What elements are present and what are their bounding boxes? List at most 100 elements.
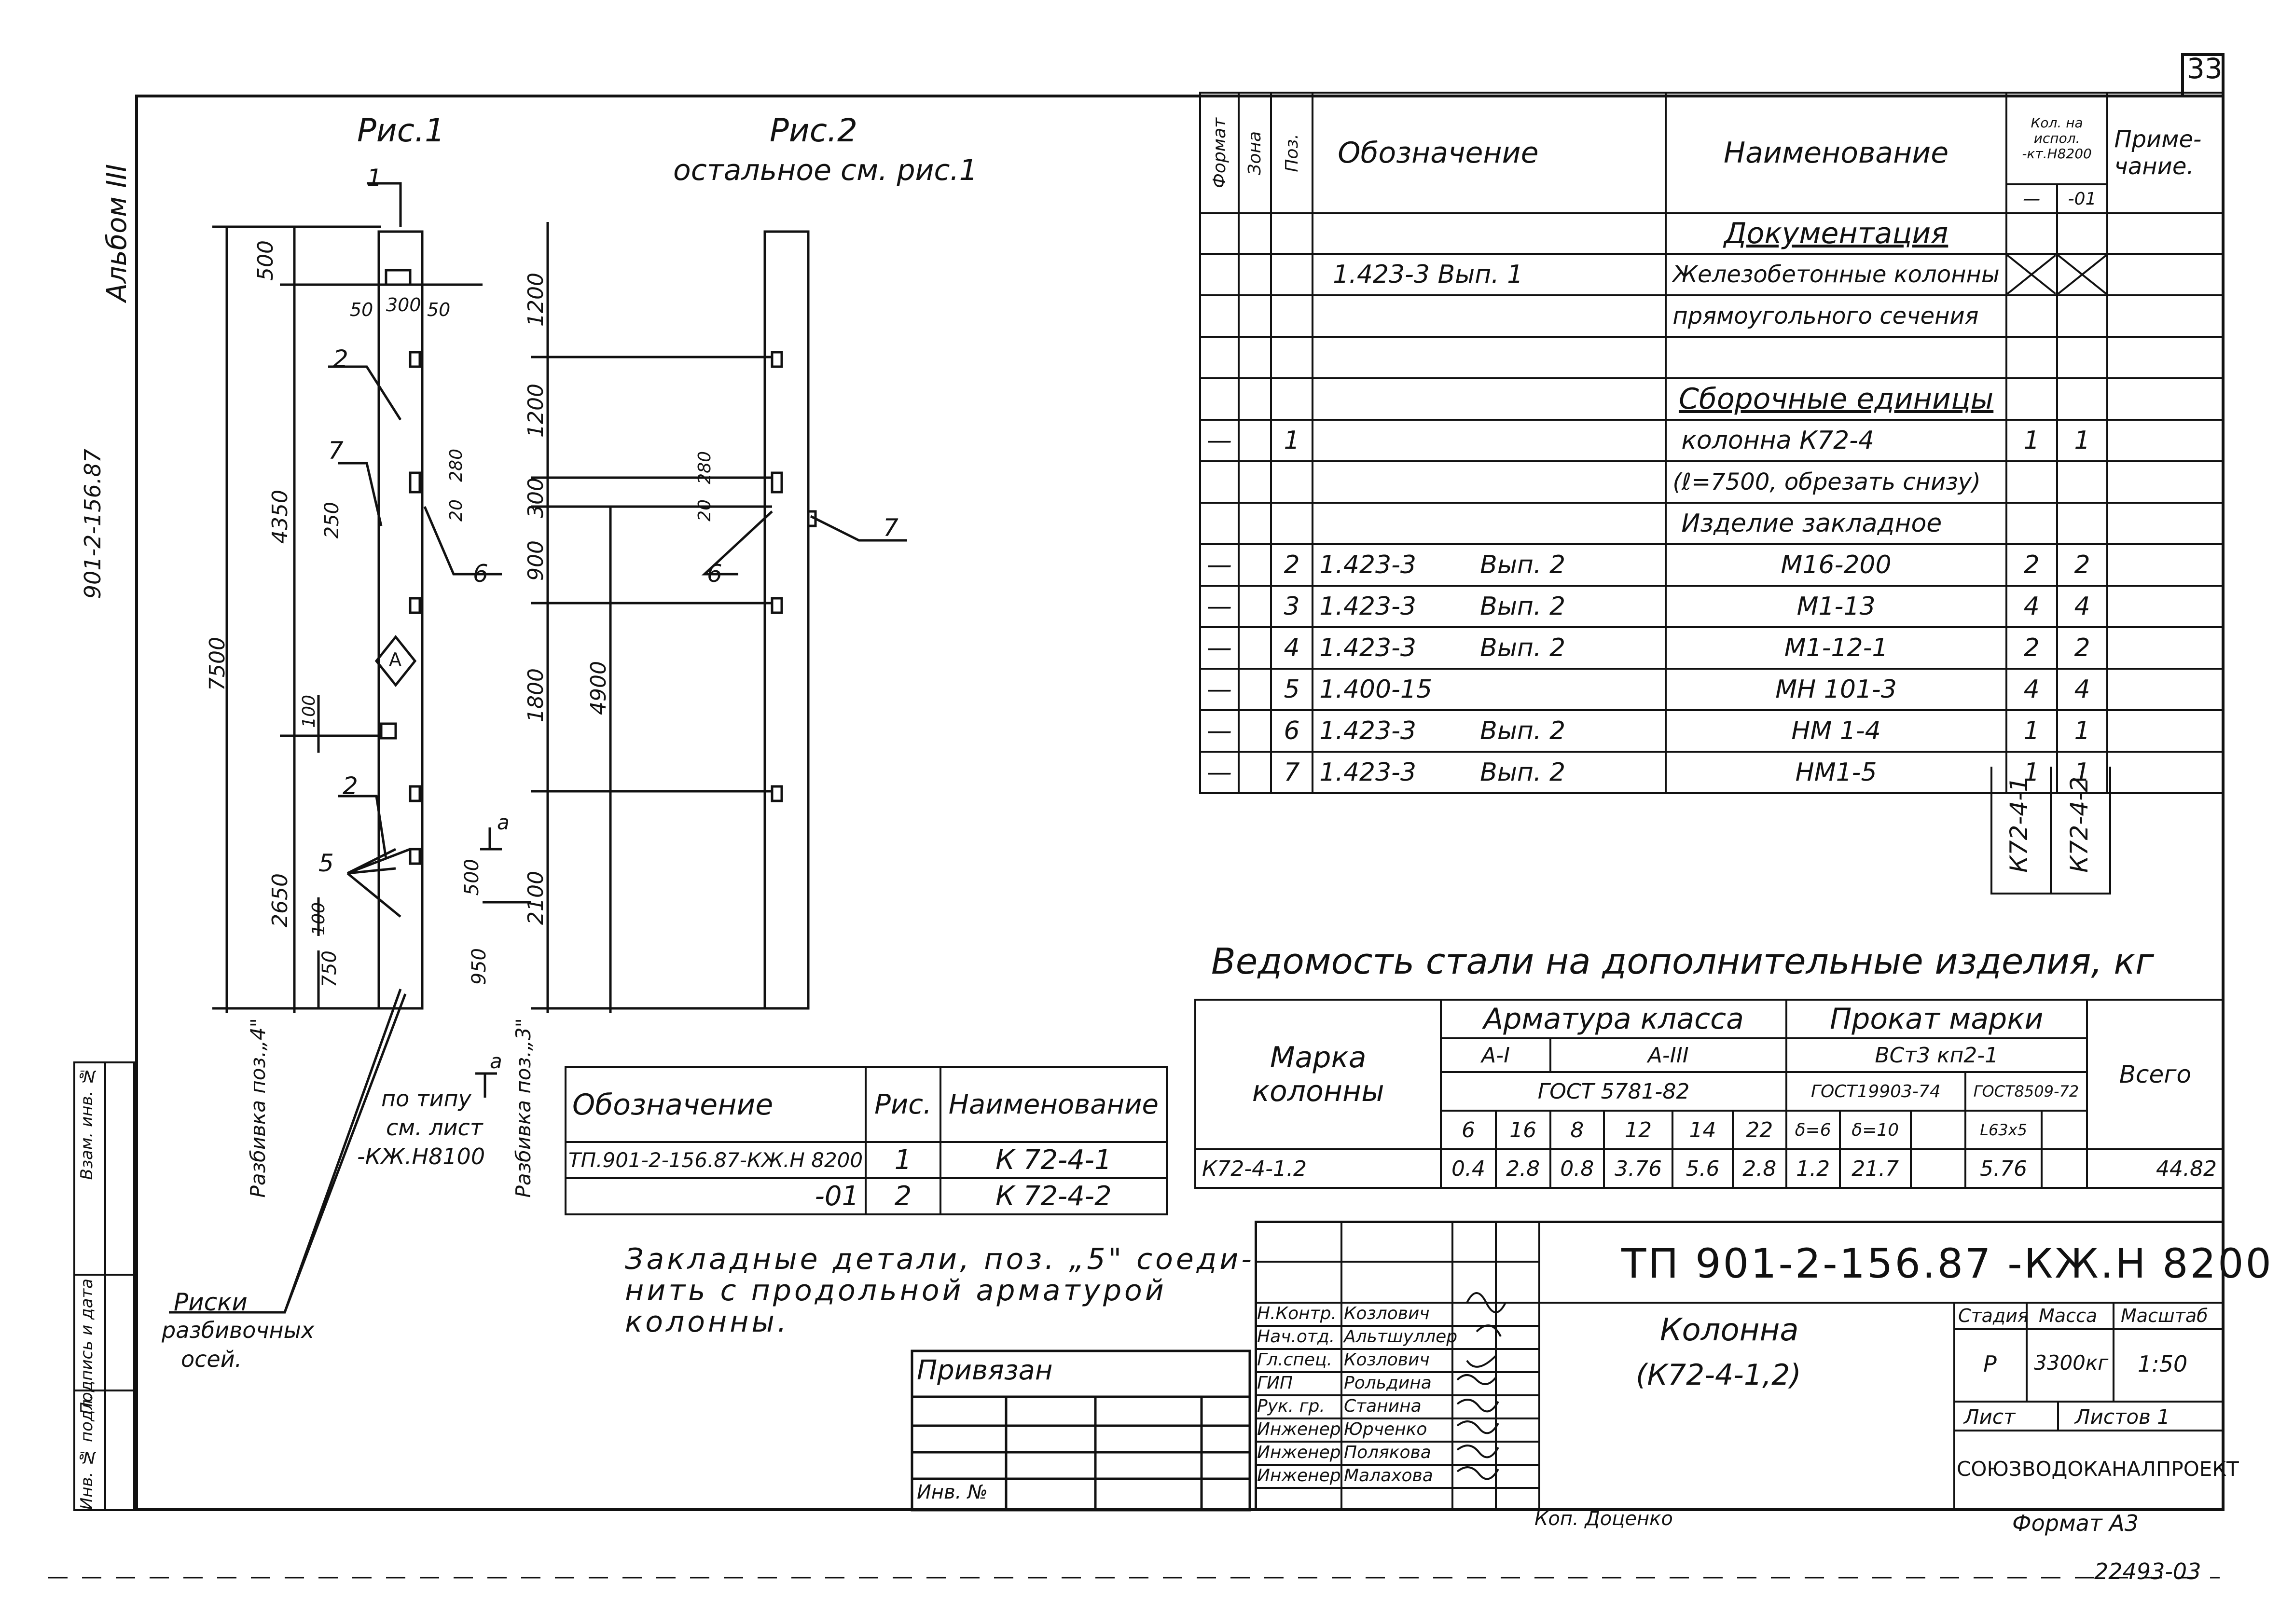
title-object2: (К72-4-1,2): [1636, 1358, 1801, 1392]
bottom-code: 22493-03: [2094, 1558, 2201, 1584]
steel-total-label: Всего: [2086, 999, 2225, 1150]
role-gip: ГИП: [1257, 1373, 1293, 1393]
section-mark-top: а: [497, 811, 510, 834]
stage-label: Стадия: [1958, 1305, 2029, 1326]
name-1: Козлович: [1344, 1304, 1430, 1323]
spec-header-qty-a: —: [2005, 183, 2058, 214]
steel-gost1: ГОСТ19903-74: [1785, 1071, 1966, 1112]
steel-table: Марка колонны Арматура класса Прокат мар…: [1194, 999, 2225, 1189]
section-mark-bottom: а: [490, 1049, 502, 1073]
spec-section-asm: Сборочные единицы: [1665, 377, 2007, 421]
name-8: Малахова: [1344, 1466, 1433, 1486]
spec-header-designation: Обозначение: [1312, 92, 1667, 214]
spec-row: Изделие закладное: [1199, 502, 2225, 545]
sheet-label: Лист: [1964, 1405, 2016, 1429]
steel-row: К72-4-1.2 0.4 2.8 0.8 3.76 5.6 2.8 1.2 2…: [1194, 1148, 2225, 1189]
dim-50-right: 50: [427, 299, 451, 320]
pos-label-1: 1: [367, 164, 382, 192]
steel-arm-label: Арматура класса: [1440, 999, 1787, 1039]
po-tipu-2: см. лист: [386, 1115, 483, 1141]
role-gl-spec: Гл.спец.: [1257, 1350, 1332, 1370]
note-line-1: Закладные детали, поз. „5" соеди-: [625, 1242, 1255, 1276]
sheet-number: 33: [2187, 52, 2223, 85]
cross-mark: [2008, 256, 2055, 293]
steel-a3: А-III: [1549, 1037, 1787, 1073]
mass-label: Масса: [2039, 1305, 2098, 1326]
spec-doc-designation: 1.423-3 Вып. 1: [1312, 253, 1667, 296]
fig2-subtitle: остальное см. рис.1: [673, 153, 978, 187]
spec-doc-name1: Железобетонные колонны: [1665, 253, 2007, 296]
steel-title: Ведомость стали на дополнительные издели…: [1211, 941, 2154, 982]
spec-row: — 4 1.423-3 Вып. 2 М1-12-1 2 2: [1199, 626, 2225, 670]
name-6: Юрченко: [1344, 1419, 1427, 1439]
spec-header-qty: Кол. на испол. -кт.Н8200: [2005, 92, 2109, 185]
name-7: Полякова: [1344, 1443, 1431, 1462]
stage-value: Р: [1983, 1351, 1997, 1377]
note-line-2: нить с продольной арматурой: [625, 1274, 1167, 1307]
dim-50-left: 50: [350, 299, 373, 320]
pos-label-7-left: 7: [328, 437, 344, 465]
steel-a1: А-I: [1440, 1037, 1551, 1073]
spec-row: — 2 1.423-3 Вып. 2 М16-200 2 2: [1199, 543, 2225, 587]
name-2: Альтшуллер: [1344, 1327, 1458, 1347]
inv-label: Инв. №: [917, 1481, 988, 1503]
figtable-row: ТП.901-2-156.87-КЖ.Н 8200 1 К 72-4-1: [564, 1141, 1168, 1179]
format-label: Формат А3: [2012, 1510, 2139, 1536]
sheets-label: Листов 1: [2075, 1405, 2170, 1429]
po-tipu-3: -КЖ.Н8100: [357, 1143, 485, 1170]
privyazan-label: Привязан: [917, 1355, 1053, 1386]
org-name: СОЮЗВОДОКАНАЛПРОЕКТ: [1957, 1457, 2239, 1481]
steel-marka: Марка колонны: [1194, 999, 1442, 1150]
mass-value: 3300кг: [2034, 1351, 2109, 1375]
fig1-title: Рис.1: [357, 112, 445, 149]
scale-label: Масштаб: [2121, 1305, 2208, 1326]
role-n-kontr: Н.Контр.: [1257, 1304, 1337, 1323]
pos-label-6-fig1: 6: [473, 560, 488, 588]
spec-header-name: Наименование: [1665, 92, 2007, 214]
cross-mark: [2059, 256, 2106, 293]
figure-table: Обозначение Рис. Наименование ТП.901-2-1…: [564, 1066, 1168, 1215]
name-3: Козлович: [1344, 1350, 1430, 1370]
steel-gost-arm: ГОСТ 5781-82: [1440, 1071, 1787, 1112]
steel-gost2: ГОСТ8509-72: [1964, 1071, 2088, 1112]
spec-header-qty-b: -01: [2056, 183, 2109, 214]
role-inzh-1: Инженер: [1257, 1419, 1341, 1439]
spec-section-doc: Документация: [1665, 212, 2007, 255]
spec-row: — 1 колонна К72-4 1 1: [1199, 419, 2225, 462]
figtable-row: -01 2 К 72-4-2: [564, 1177, 1168, 1215]
title-block: [1255, 1221, 2225, 1511]
steel-prokat-label: Прокат марки: [1785, 999, 2088, 1039]
role-nach-otd: Нач.отд.: [1257, 1327, 1335, 1347]
spec-doc-name2: прямоугольного сечения: [1665, 294, 2007, 338]
spec-row: — 7 1.423-3 Вып. 2 НМ1-5 1 1: [1199, 751, 2225, 794]
riski-1: Риски: [174, 1288, 248, 1316]
axis-marker: А: [389, 649, 401, 670]
spec-header-note: Приме- чание.: [2106, 92, 2225, 214]
role-inzh-2: Инженер: [1257, 1443, 1341, 1462]
scale-value: 1:50: [2138, 1351, 2188, 1377]
spec-table: Формат Зона Поз. Обозначение Наименовани…: [1199, 92, 2225, 794]
title-code: ТП 901-2-156.87 -КЖ.Н 8200: [1621, 1240, 2273, 1287]
pos-label-5: 5: [318, 849, 334, 877]
sheet-number-box: [2181, 53, 2225, 95]
pos-label-6-fig2: 6: [707, 560, 722, 588]
spec-row: — 6 1.423-3 Вып. 2 НМ 1-4 1 1: [1199, 709, 2225, 753]
spec-row: (ℓ=7500, обрезать снизу): [1199, 460, 2225, 504]
riski-3: осей.: [181, 1346, 242, 1372]
copied-by: Коп. Доценко: [1534, 1508, 1673, 1530]
role-ruk-gr: Рук. гр.: [1257, 1396, 1325, 1416]
title-object: Колонна: [1660, 1312, 1799, 1348]
name-4: Рольдина: [1344, 1373, 1432, 1393]
pos-label-7-right: 7: [883, 514, 898, 542]
po-tipu-1: по типу: [381, 1086, 471, 1112]
note-line-3: колонны.: [625, 1305, 789, 1339]
spec-row: — 3 1.423-3 Вып. 2 М1-13 4 4: [1199, 585, 2225, 628]
riski-2: разбивочных: [162, 1317, 315, 1343]
role-inzh-3: Инженер: [1257, 1466, 1341, 1486]
fig2-title: Рис.2: [770, 112, 857, 149]
spec-row: — 5 1.400-15 МН 101-3 4 4: [1199, 668, 2225, 711]
steel-vst: ВСт3 кп2-1: [1785, 1037, 2088, 1073]
